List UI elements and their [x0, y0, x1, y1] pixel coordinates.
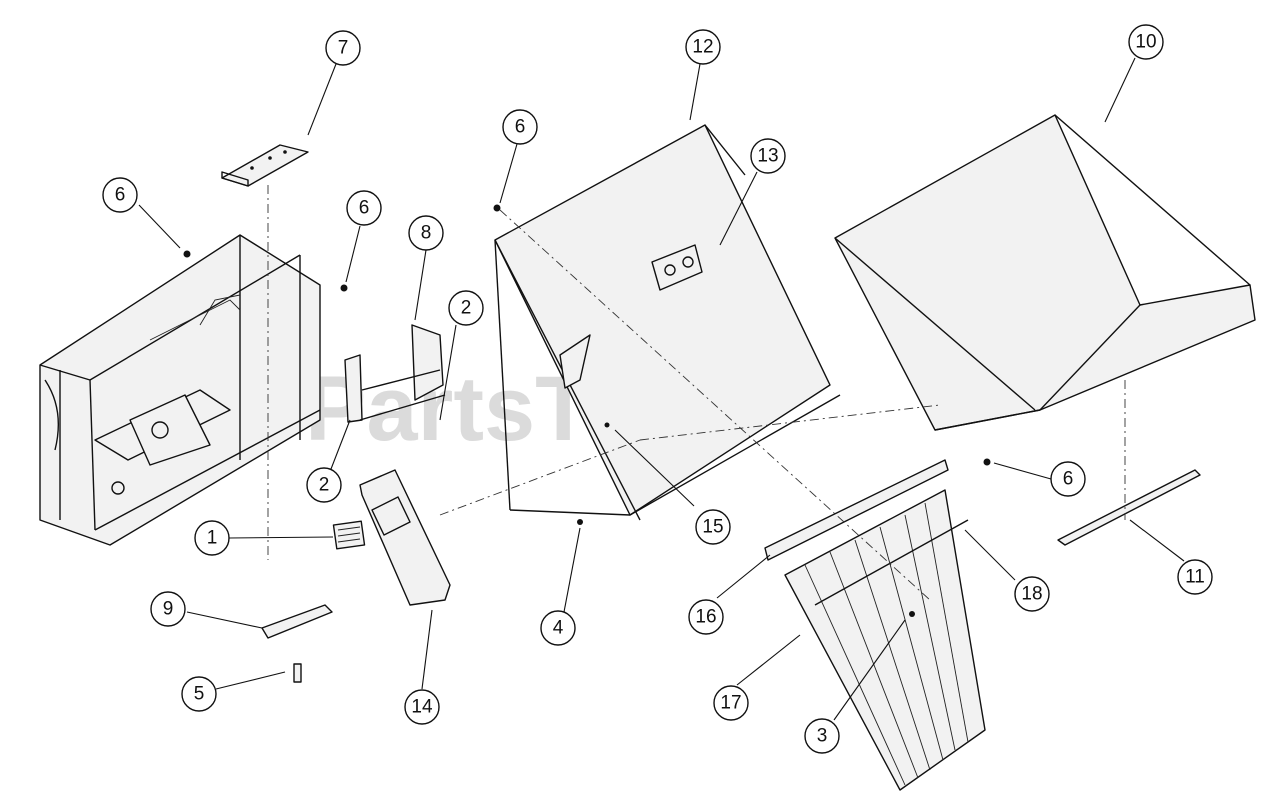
callout-13: 13: [750, 138, 786, 174]
callout-label: 2: [461, 298, 472, 319]
callout-5: 5: [181, 676, 217, 712]
callout-9: 9: [150, 591, 186, 627]
callout-2-upper: 2: [448, 290, 484, 326]
callout-label: 6: [115, 185, 126, 206]
callout-label: 7: [338, 38, 349, 59]
callout-14: 14: [404, 689, 440, 725]
callout-label: 12: [692, 37, 713, 58]
callout-label: 14: [411, 697, 433, 718]
bolt-5: [293, 663, 302, 683]
callout-6-left: 6: [102, 177, 138, 213]
callout-label: 4: [553, 618, 564, 639]
callout-label: 15: [702, 517, 723, 538]
flap-17: [784, 489, 986, 791]
callout-4: 4: [540, 610, 576, 646]
decal-13: [651, 244, 703, 291]
label-1: [332, 520, 366, 550]
callout-label: 8: [421, 223, 432, 244]
strip-16: [764, 459, 949, 561]
callout-8: 8: [408, 215, 444, 251]
center-lines: [267, 185, 1126, 601]
callout-label: 1: [207, 528, 218, 549]
rod-18: [814, 519, 969, 606]
callout-label: 3: [817, 726, 828, 747]
callout-6-mid: 6: [346, 190, 382, 226]
callout-3: 3: [804, 718, 840, 754]
plate-7: [221, 144, 309, 187]
chute-body-12: [494, 124, 841, 521]
callout-label: 6: [515, 117, 526, 138]
callout-label: 10: [1135, 32, 1156, 53]
callout-17: 17: [713, 685, 749, 721]
callout-6-chute: 6: [502, 109, 538, 145]
callout-2-lower: 2: [306, 467, 342, 503]
callout-label: 13: [757, 146, 778, 167]
callout-label: 5: [194, 684, 205, 705]
leader-lines: [138, 57, 1185, 721]
hardware: [183, 204, 991, 617]
callout-6-right: 6: [1050, 461, 1086, 497]
callout-label: 2: [319, 475, 330, 496]
callout-15: 15: [695, 509, 731, 545]
callout-label: 16: [695, 607, 716, 628]
cover-14: [359, 469, 451, 606]
callout-label: 11: [1185, 567, 1205, 588]
callout-11: 11: [1177, 559, 1213, 595]
callout-label: 9: [163, 599, 174, 620]
callout-label: 18: [1021, 584, 1042, 605]
callout-label: 6: [359, 198, 370, 219]
bracket-8: [344, 324, 446, 423]
callout-10: 10: [1128, 24, 1164, 60]
callout-1: 1: [194, 520, 230, 556]
callout-7: 7: [325, 30, 361, 66]
callout-12: 12: [685, 29, 721, 65]
callout-label: 17: [720, 693, 741, 714]
callout-label: 6: [1063, 469, 1074, 490]
deflector-10: [834, 114, 1256, 431]
frame-housing: [39, 234, 321, 546]
plate-11: [1057, 469, 1201, 546]
callout-16: 16: [688, 599, 724, 635]
callout-18: 18: [1014, 576, 1050, 612]
rail-9: [261, 604, 333, 639]
